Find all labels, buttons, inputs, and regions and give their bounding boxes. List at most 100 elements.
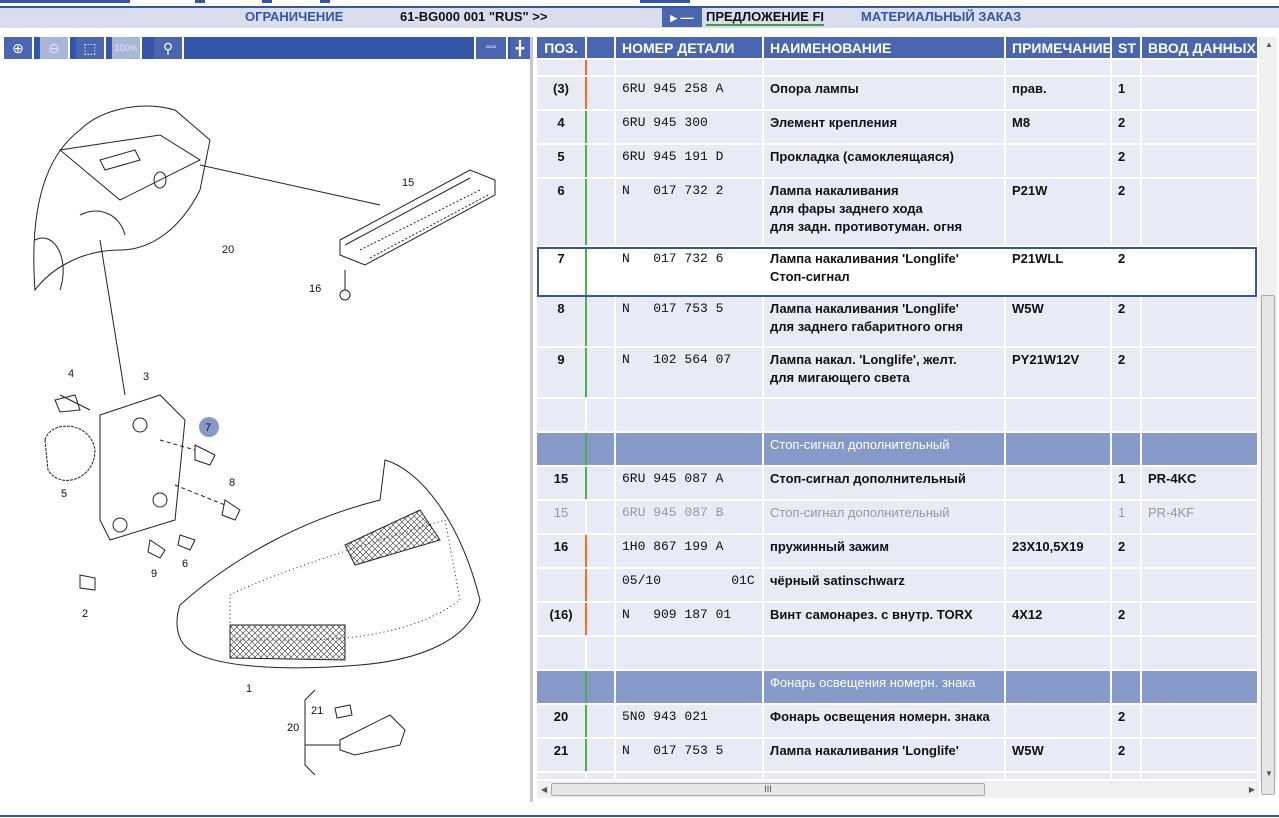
zoom-100-icon[interactable]: 100%: [112, 37, 142, 59]
name-cell: Прокладка (самоклеящаяся): [764, 145, 1006, 179]
part-number-cell: 5N0 943 021: [616, 705, 764, 739]
st-cell: 1: [1112, 467, 1142, 501]
part-number-cell: 6RU 945 191 D: [616, 145, 764, 179]
callout[interactable]: 9: [151, 568, 157, 580]
input-cell: [1142, 433, 1257, 467]
table-row[interactable]: [537, 637, 1257, 671]
search-icon[interactable]: ⚲: [154, 37, 184, 59]
tab-material-order[interactable]: МАТЕРИАЛЬНЫЙ ЗАКАЗ: [861, 9, 1022, 24]
col-indicator[interactable]: [587, 37, 616, 60]
callout[interactable]: 1: [246, 683, 252, 695]
scroll-right-icon[interactable]: ▶: [1248, 785, 1255, 794]
indicator-cell: [587, 399, 616, 433]
name-cell: Стоп-сигнал дополнительный: [764, 433, 1006, 467]
brake-light-illustration: [199, 164, 496, 301]
callout[interactable]: 6: [182, 558, 188, 570]
callout[interactable]: 21: [311, 705, 323, 717]
model-code[interactable]: 61-BG000 001 "RUS" >>: [400, 9, 548, 24]
table-row[interactable]: [537, 399, 1257, 433]
group-header-row[interactable]: Фонарь освещения номерн. знака: [537, 671, 1257, 705]
parts-diagram[interactable]: 15 16 20 4 3 7 8 5 9 6 2 1 21 20: [0, 62, 530, 802]
st-cell: [1112, 60, 1142, 77]
col-input[interactable]: ВВОД ДАННЫХ П: [1142, 37, 1257, 60]
pos-cell: [537, 433, 587, 467]
zoom-area-icon[interactable]: ⬚: [76, 37, 106, 59]
thumbnails-icon[interactable]: ▫▫▫: [474, 37, 508, 59]
pos-cell: 5: [537, 145, 587, 179]
scroll-down-icon[interactable]: ▼: [1265, 769, 1273, 778]
indicator-cell: [587, 773, 616, 781]
note-cell: [1006, 705, 1112, 739]
expand-panel-icon[interactable]: ╋: [510, 37, 530, 59]
col-part-number[interactable]: НОМЕР ДЕТАЛИ: [616, 37, 764, 60]
input-cell: [1142, 399, 1257, 433]
st-cell: 1: [1112, 501, 1142, 535]
indicator-cell: [587, 705, 616, 739]
callout[interactable]: 15: [402, 177, 414, 189]
col-st[interactable]: ST: [1112, 37, 1142, 60]
scroll-left-icon[interactable]: ◀: [541, 785, 548, 794]
callout[interactable]: 16: [309, 283, 321, 295]
status-indicator: [585, 111, 587, 143]
group-header-row[interactable]: Стоп-сигнал дополнительный: [537, 433, 1257, 467]
st-cell: [1112, 399, 1142, 433]
panel-splitter[interactable]: [530, 37, 533, 802]
callout[interactable]: 2: [82, 608, 88, 620]
horizontal-scrollbar[interactable]: ◀ III ▶: [537, 781, 1259, 798]
callout[interactable]: 20: [222, 244, 234, 256]
note-cell: W5W: [1006, 739, 1112, 773]
part-number-cell: N 017 753 5: [616, 739, 764, 773]
status-indicator: [585, 77, 587, 109]
callout-highlighted[interactable]: 7: [205, 422, 211, 434]
vertical-scroll-thumb[interactable]: [1261, 295, 1275, 795]
top-strip: [0, 0, 1279, 8]
input-cell: [1142, 705, 1257, 739]
note-cell: P21W: [1006, 179, 1112, 247]
pos-cell: 15: [537, 501, 587, 535]
status-indicator: [585, 60, 587, 75]
restriction-link[interactable]: ОГРАНИЧЕНИЕ: [245, 9, 344, 24]
col-name[interactable]: НАИМЕНОВАНИЕ: [764, 37, 1006, 60]
callout[interactable]: 4: [68, 368, 74, 380]
zoom-in-icon[interactable]: ⊕: [4, 37, 34, 59]
pos-cell: 6: [537, 179, 587, 247]
input-cell: [1142, 77, 1257, 111]
tab-proposal-fi[interactable]: ПРЕДЛОЖЕНИЕ FI: [706, 9, 824, 26]
st-cell: 2: [1112, 111, 1142, 145]
part-number-cell: N 017 753 5: [616, 297, 764, 348]
callout[interactable]: 20: [287, 722, 299, 734]
callout[interactable]: 5: [61, 488, 67, 500]
st-cell: 2: [1112, 179, 1142, 247]
scroll-up-icon[interactable]: ▲: [1265, 40, 1273, 49]
horizontal-scroll-thumb[interactable]: III: [551, 783, 985, 796]
pos-cell: 20: [537, 705, 587, 739]
status-indicator: [585, 179, 587, 245]
zoom-out-icon[interactable]: ⊖: [40, 37, 70, 59]
callout[interactable]: 3: [143, 371, 149, 383]
bottom-border: [0, 815, 1279, 817]
table-row[interactable]: [537, 60, 1257, 77]
indicator-cell: [587, 569, 616, 603]
col-note[interactable]: ПРИМЕЧАНИЕ: [1006, 37, 1112, 60]
col-pos[interactable]: ПОЗ.: [537, 37, 587, 60]
vertical-scrollbar[interactable]: ▲ ▼: [1259, 37, 1277, 795]
indicator-cell: [587, 348, 616, 399]
header-bar: ОГРАНИЧЕНИЕ 61-BG000 001 "RUS" >> ▸ — ПР…: [0, 8, 1279, 28]
callout[interactable]: 8: [229, 477, 235, 489]
table-row[interactable]: [537, 773, 1257, 781]
panel-toggle-button[interactable]: ▸ —: [662, 8, 702, 27]
